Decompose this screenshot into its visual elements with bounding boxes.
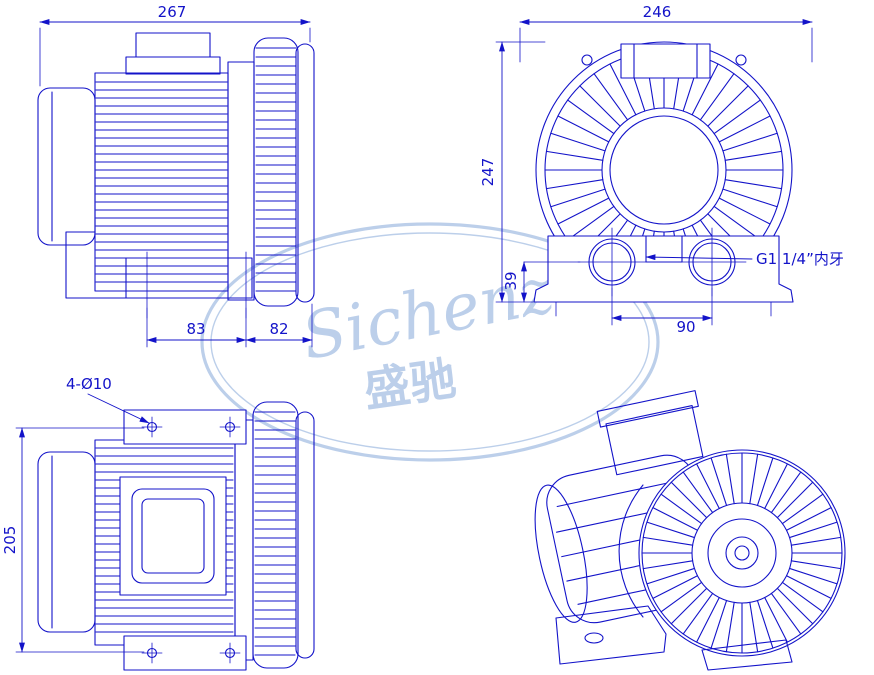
flange-adapter — [227, 61, 255, 301]
mounting-holes-callout: 4-Ø10 — [66, 375, 150, 424]
view-plan — [37, 401, 315, 671]
dim-text-83: 83 — [186, 320, 205, 338]
iso-fin-ring-inner — [691, 502, 793, 604]
iso-housing-back-edge — [618, 484, 644, 618]
iso-foot-right — [701, 639, 793, 671]
cover-rim — [295, 43, 315, 303]
terminal-box-plan-mid — [131, 488, 215, 584]
dimension-overall-length: 267 — [39, 3, 311, 87]
cover-rim-plan — [295, 411, 315, 659]
flange-adapter-plan — [234, 419, 254, 661]
dimension-port-spacing: 90 — [611, 287, 713, 336]
terminal-box-front — [620, 43, 711, 79]
base-bracket — [65, 231, 127, 299]
terminal-box-plan-inner — [141, 498, 205, 574]
dim-text-205: 205 — [1, 526, 19, 555]
thread-note-text: G1 1/4”内牙 — [756, 250, 844, 268]
dim-text-90: 90 — [676, 318, 695, 336]
lifting-lug-right — [735, 54, 747, 66]
iso-foot-hole — [584, 632, 604, 644]
impeller-cover — [253, 37, 299, 307]
impeller-cover-fins — [255, 47, 297, 292]
dimension-hole-pitch: 205 — [1, 427, 145, 653]
base-casting — [533, 235, 794, 303]
dimension-base-lengths: 83 82 — [146, 303, 313, 348]
dim-text-267: 267 — [158, 3, 187, 21]
mounting-hole-3 — [141, 642, 163, 664]
view-side — [37, 32, 315, 319]
view-front — [533, 41, 794, 317]
housing-center-face — [609, 115, 719, 225]
iso-terminal-box — [596, 390, 704, 476]
fin-ring-inner — [601, 107, 727, 233]
thread-callout: G1 1/4”内牙 — [645, 250, 844, 268]
impeller-cover-fins-plan — [254, 411, 296, 656]
iso-foot-left — [555, 605, 667, 665]
manifold-block — [645, 235, 683, 263]
terminal-box-plan-outer — [119, 476, 227, 596]
dim-text-82: 82 — [269, 320, 288, 338]
port-right-crosshair — [677, 227, 747, 297]
motor-end-cap — [37, 87, 96, 246]
mounting-hole-2 — [219, 416, 241, 438]
muffler-box — [125, 257, 253, 299]
terminal-box-top — [135, 32, 211, 58]
dim-text-39: 39 — [502, 271, 520, 290]
impeller-cover-plan — [252, 401, 299, 669]
terminal-box-base — [125, 56, 221, 75]
dim-text-247: 247 — [479, 158, 497, 187]
dimension-overall-width: 246 — [519, 3, 813, 63]
port-left-crosshair — [577, 227, 647, 297]
watermark-brand-cn-text: 盛驰 — [360, 351, 459, 417]
view-isometric — [534, 390, 846, 671]
lifting-lug-left — [581, 54, 593, 66]
mounting-hole-1 — [141, 416, 163, 438]
motor-end-cap-plan — [37, 451, 96, 633]
dim-text-246: 246 — [643, 3, 672, 21]
dimension-port-center-height: 39 — [502, 261, 581, 303]
motor-fins — [95, 81, 228, 283]
iso-radial-fins — [641, 452, 843, 654]
holes-note-text: 4-Ø10 — [66, 375, 112, 393]
mounting-hole-4 — [219, 642, 241, 664]
